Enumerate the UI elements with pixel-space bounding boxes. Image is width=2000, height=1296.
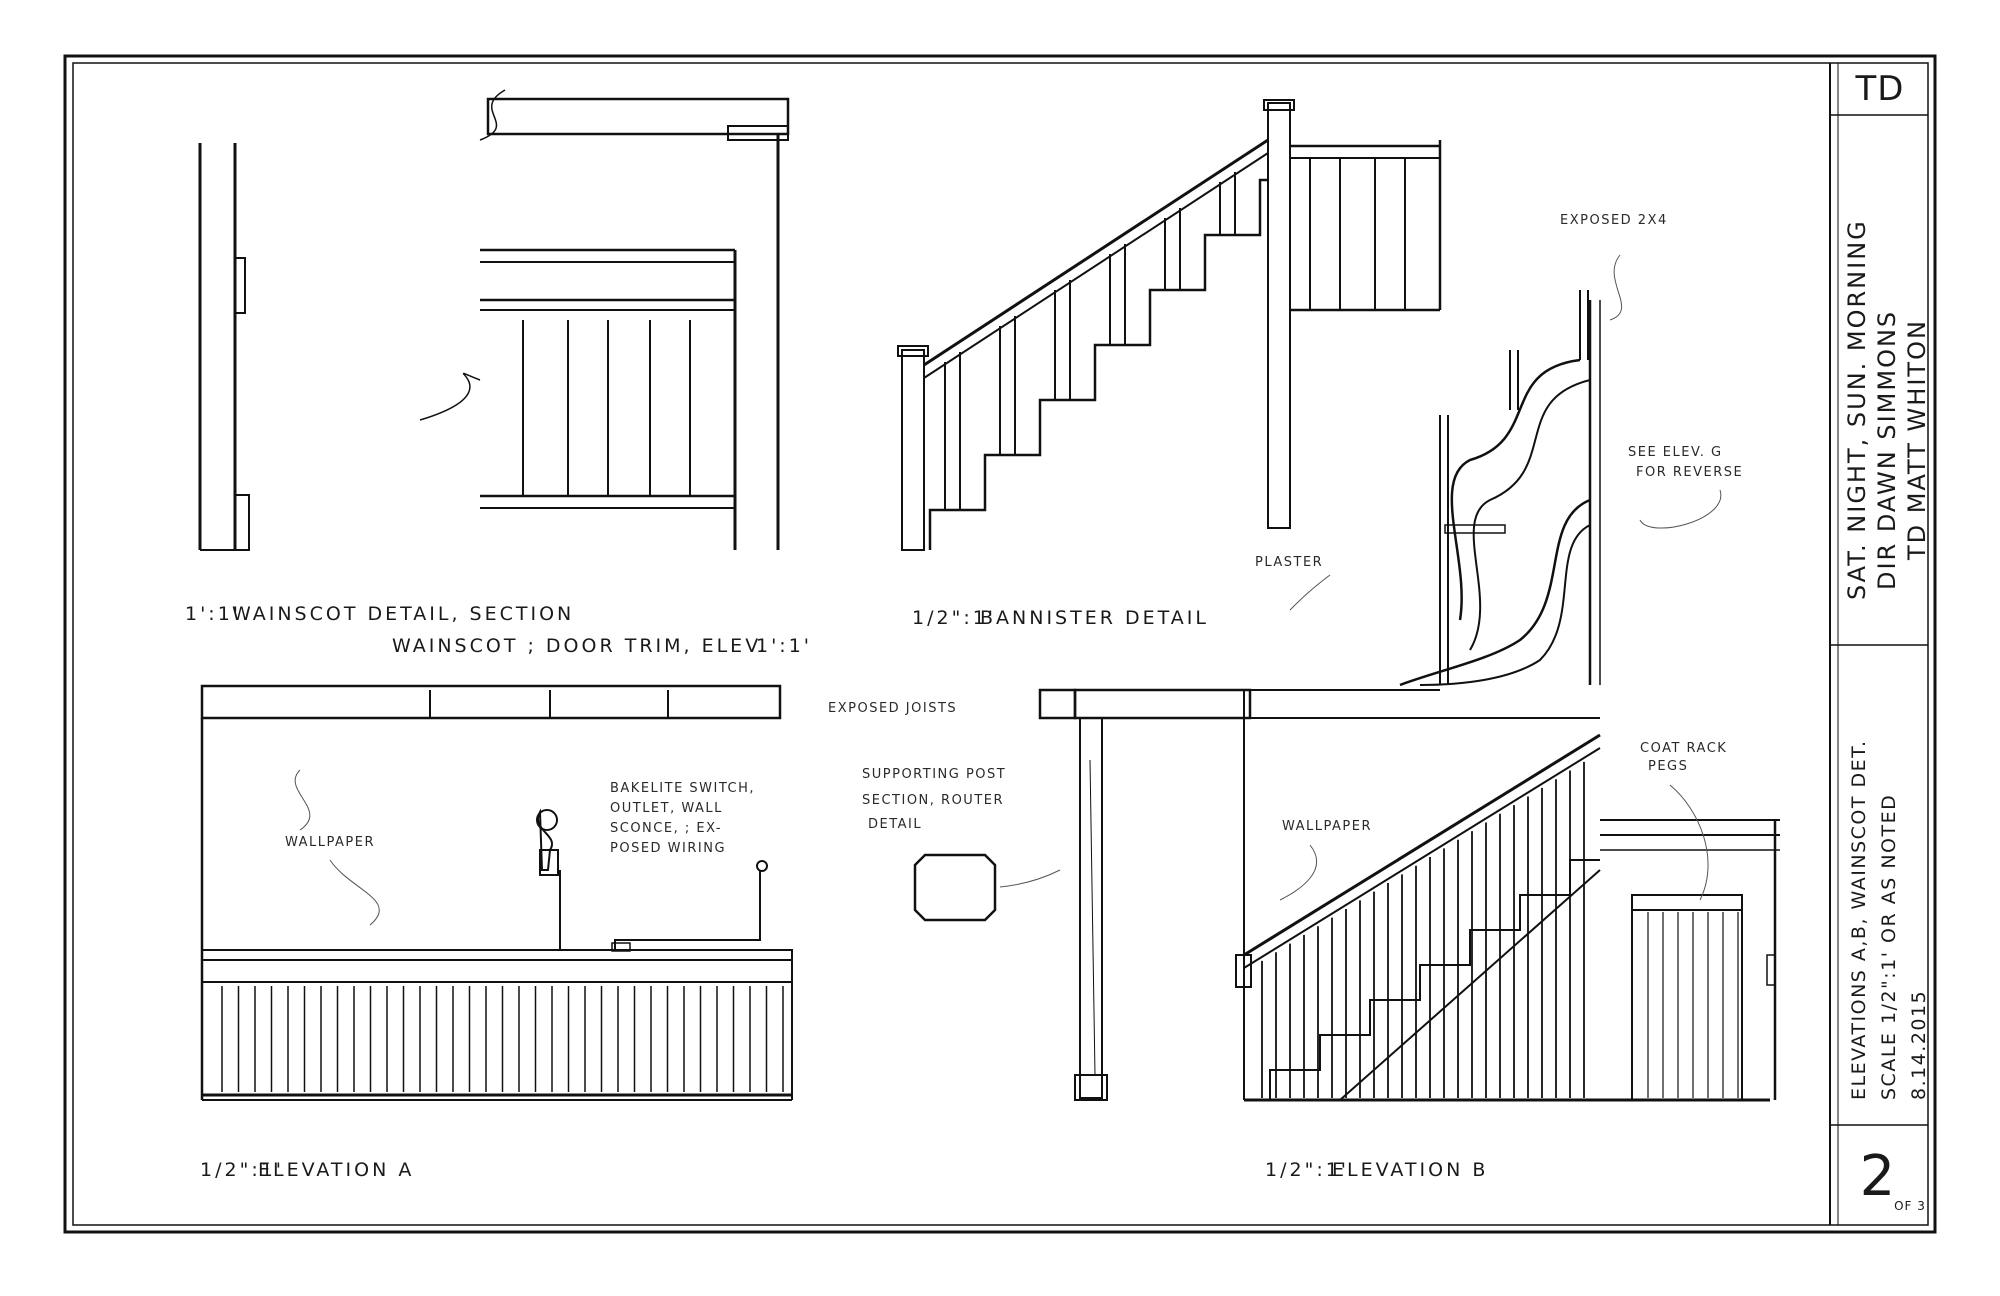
wainscot-section-title: WAINSCOT DETAIL, SECTION [232, 603, 574, 625]
wainscot-door-title: WAINSCOT ; DOOR TRIM, ELEV. [392, 635, 768, 657]
elevation-b-title: ELEVATION B [1332, 1159, 1488, 1181]
desc-line-3: 8.14.2015 [1908, 990, 1930, 1100]
desc-line-1: ELEVATIONS A,B, WAINSCOT DET. [1848, 739, 1870, 1100]
supporting-post-drawing [913, 853, 997, 922]
view-labels: 1':1' WAINSCOT DETAIL, SECTION WAINSCOT … [185, 603, 1488, 1181]
note-post-2: SECTION, ROUTER [862, 793, 1004, 808]
title-line-1: SAT. NIGHT, SUN. MORNING [1843, 219, 1871, 600]
title-line-2: DIR DAWN SIMMONS [1873, 310, 1901, 590]
note-bakelite-2: OUTLET, WALL [610, 801, 723, 816]
wainscot-door-scale: 1':1' [756, 635, 812, 657]
elevation-b-scale: 1/2":1' [1265, 1159, 1349, 1181]
curved-stair-drawing [1399, 290, 1601, 687]
annotations: EXPOSED 2X4 SEE ELEV. G FOR REVERSE PLAS… [285, 213, 1743, 926]
bannister-drawing [897, 99, 1442, 551]
bannister-scale: 1/2":1' [912, 607, 996, 629]
note-bakelite-1: BAKELITE SWITCH, [610, 781, 755, 796]
wainscot-section-drawing [198, 143, 250, 551]
title-line-3: TD MATT WHITON [1903, 319, 1931, 561]
elevation-a-drawing [200, 684, 793, 1101]
elevation-b-drawing [1038, 688, 1780, 1102]
elevation-a-scale: 1/2":1' [200, 1159, 284, 1181]
note-wallpaper-b: WALLPAPER [1282, 819, 1372, 834]
sheet-border [63, 54, 1937, 1234]
initials-mark: TD [1855, 69, 1905, 109]
note-post-3: DETAIL [868, 817, 922, 832]
note-exposed-joists: EXPOSED JOISTS [828, 701, 957, 716]
sheet-number: 2 [1860, 1144, 1897, 1209]
wainscot-door-trim-drawing [419, 89, 790, 550]
note-exposed-2x4: EXPOSED 2X4 [1560, 213, 1668, 228]
note-see-elev: SEE ELEV. G [1628, 445, 1723, 460]
note-post-1: SUPPORTING POST [862, 767, 1006, 782]
elevation-a-title: ELEVATION A [258, 1159, 414, 1181]
sheet-of: OF 3 [1894, 1199, 1926, 1213]
desc-line-2: SCALE 1/2":1' OR AS NOTED [1878, 794, 1900, 1100]
title-block: TD SAT. NIGHT, SUN. MORNING DIR DAWN SIM… [1830, 69, 1931, 1213]
wainscot-section-scale: 1':1' [185, 603, 241, 625]
note-bakelite-4: POSED WIRING [610, 841, 726, 856]
note-coat-rack-1: COAT RACK [1640, 741, 1727, 756]
note-bakelite-3: SCONCE, ; EX- [610, 821, 722, 836]
note-wallpaper-a: WALLPAPER [285, 835, 375, 850]
note-coat-rack-2: PEGS [1648, 759, 1688, 774]
bannister-title: BANNISTER DETAIL [980, 607, 1209, 629]
note-for-reverse: FOR REVERSE [1636, 465, 1743, 480]
note-plaster: PLASTER [1255, 555, 1323, 570]
